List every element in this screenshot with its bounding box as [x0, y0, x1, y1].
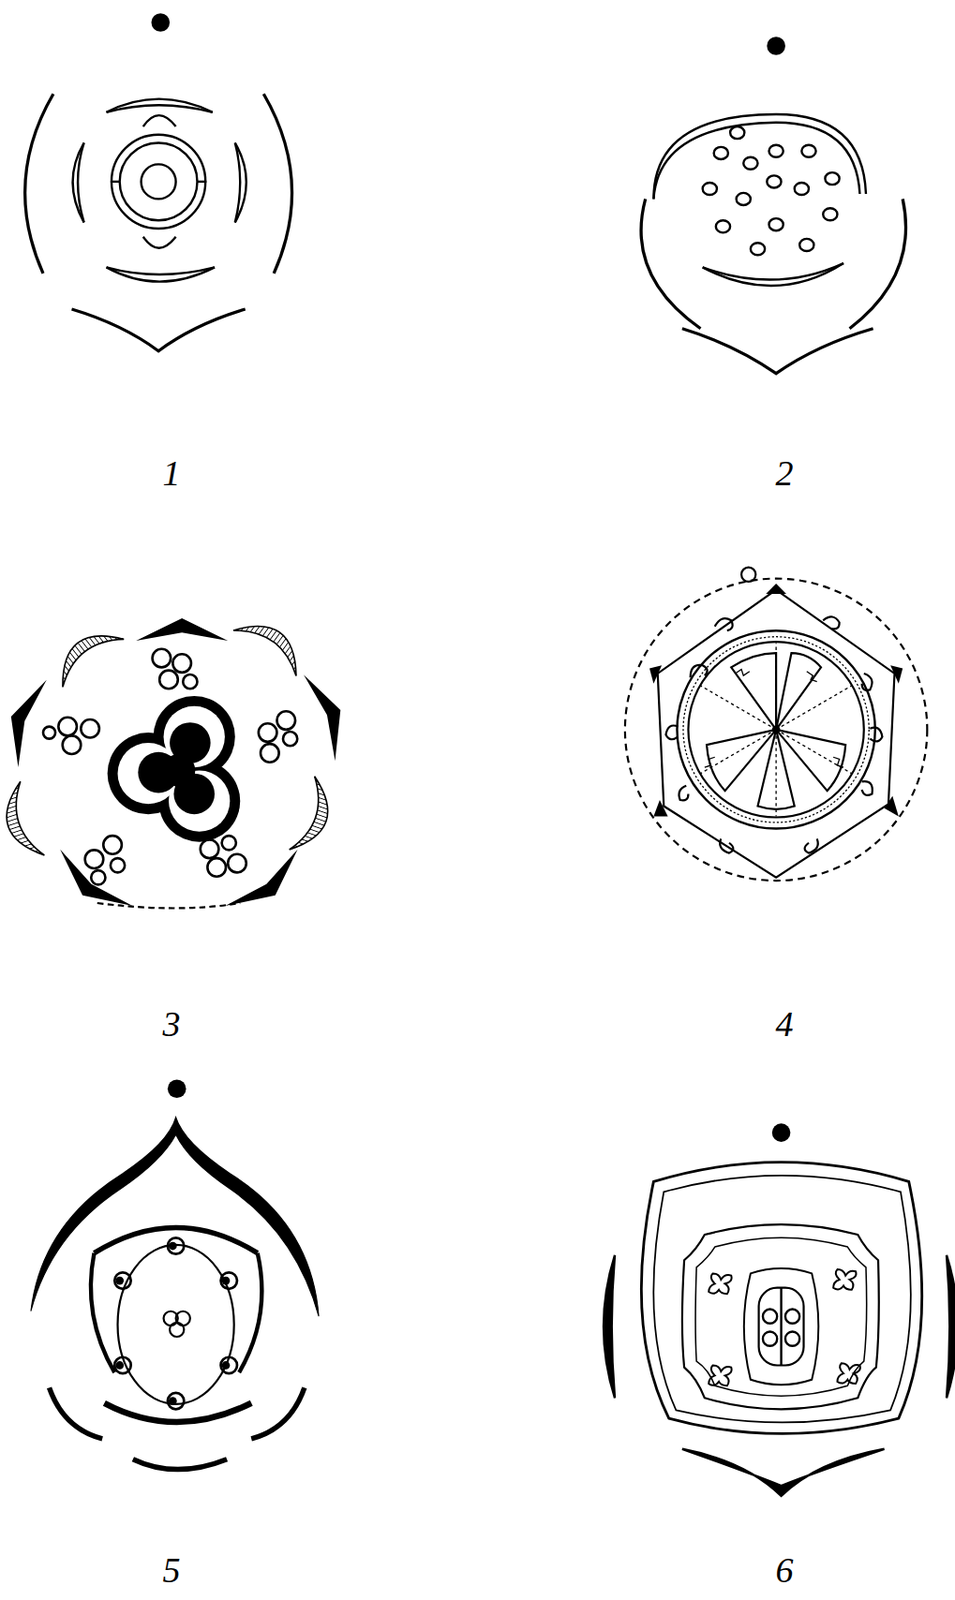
- diagram-3: [0, 610, 357, 925]
- diagram-5: [30, 1079, 319, 1470]
- figure-number: 3: [163, 1006, 181, 1043]
- figure-number: 1: [163, 455, 181, 492]
- diagram-4: [625, 567, 927, 881]
- diagram-2: [641, 36, 906, 374]
- figure-number: 2: [775, 455, 794, 492]
- figure-number: 6: [775, 1552, 794, 1589]
- diagram-1: [25, 13, 293, 352]
- figure-number: 4: [775, 1006, 794, 1043]
- diagram-6: [603, 1123, 955, 1497]
- figure-number: 5: [163, 1552, 181, 1589]
